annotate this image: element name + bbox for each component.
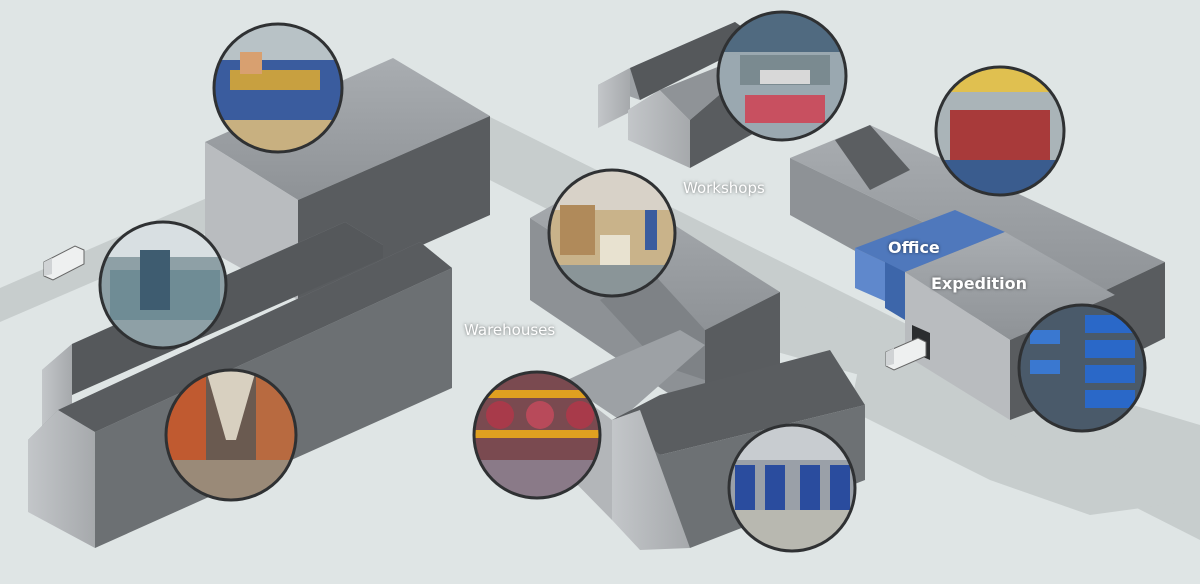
expedition-label: Expedition: [931, 274, 1028, 293]
warehouses-label: Warehouses: [464, 321, 556, 339]
engine-assembly-photo: [212, 22, 344, 154]
production-hall-photo: [98, 220, 228, 350]
pallet-racks-photo: [727, 423, 857, 553]
cylinder-rack-photo: [472, 370, 602, 500]
workshops-label: Workshops: [683, 179, 765, 197]
high-rack-aisle-photo: [164, 368, 298, 502]
truck-icon: [43, 245, 85, 281]
workshop-machining-photo: [716, 10, 848, 142]
building-right-complex: [790, 125, 1165, 420]
crane-engine-photo: [934, 65, 1066, 197]
blue-bins-shelving-photo: [1017, 303, 1147, 433]
truck-icon: [885, 337, 927, 371]
office-label: Office: [888, 238, 940, 257]
warehouse-picking-photo: [547, 168, 677, 298]
